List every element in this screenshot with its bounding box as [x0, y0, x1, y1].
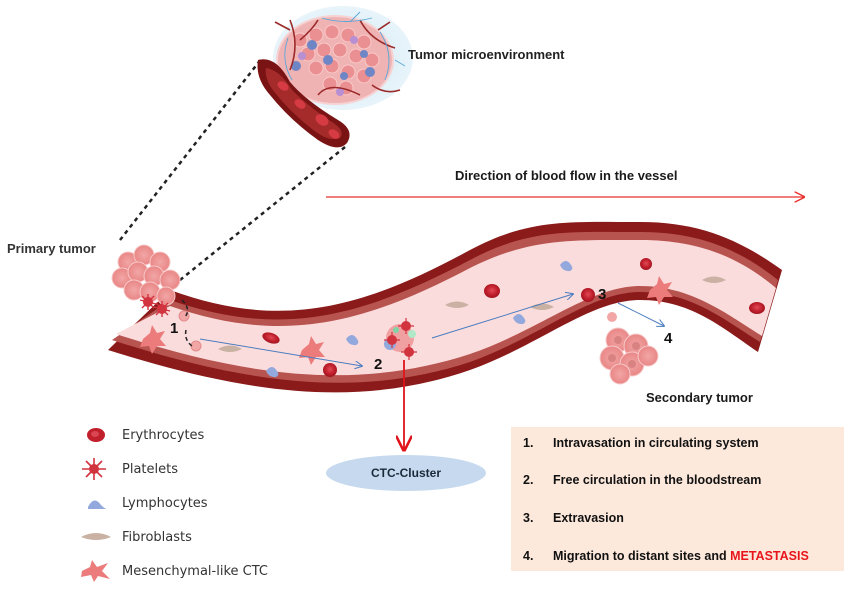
- lymphocyte-icon: [88, 500, 107, 509]
- mesenchymal-ctc-icon: [81, 560, 110, 582]
- step-marker-2: 2: [374, 356, 383, 373]
- step-item-3: 3.Extravasion: [523, 511, 624, 525]
- secondary-tumor-label: Secondary tumor: [646, 390, 753, 405]
- erythrocytes-in-vessel: [262, 258, 765, 377]
- platelet-icon: [82, 458, 106, 480]
- path-arrow-3-to-4: [617, 302, 664, 326]
- path-arrow-1-to-2: [199, 338, 362, 366]
- legend: Erythrocytes Platelets Lymphocytes Fibro…: [78, 418, 268, 588]
- blood-vessel: [108, 221, 782, 393]
- primary-tumor-label: Primary tumor: [7, 241, 96, 256]
- step-marker-3: 3: [598, 286, 607, 303]
- zoom-line-right: [179, 146, 346, 281]
- step-item-1: 1.Intravasation in circulating system: [523, 436, 759, 450]
- metastasis-highlight: METASTASIS: [730, 549, 809, 563]
- legend-item-fibroblasts: Fibroblasts: [78, 520, 268, 554]
- step-marker-1: 1: [170, 320, 179, 337]
- step-item-2: 2.Free circulation in the bloodstream: [523, 473, 762, 487]
- lymphocytes-in-vessel: [266, 261, 573, 378]
- fibroblasts-in-vessel: [218, 276, 726, 352]
- blood-flow-label: Direction of blood flow in the vessel: [455, 168, 678, 183]
- legend-item-mesenchymal-ctc: Mesenchymal-like CTC: [78, 554, 268, 588]
- zoom-line-left: [119, 57, 263, 241]
- ctc-cluster-label: CTC-Cluster: [370, 466, 441, 480]
- path-arrow-2-to-3: [431, 294, 573, 339]
- ctc-cluster-in-vessel: [384, 318, 417, 360]
- legend-item-lymphocytes: Lymphocytes: [78, 486, 268, 520]
- legend-item-erythrocytes: Erythrocytes: [78, 418, 268, 452]
- steps-box: 1.Intravasation in circulating system 2.…: [511, 427, 844, 571]
- secondary-tumor: [599, 312, 659, 385]
- primary-tumor: [111, 244, 202, 352]
- tumor-microenvironment-illustration: [257, 6, 413, 148]
- tumor-microenvironment-label: Tumor microenvironment: [408, 47, 565, 62]
- legend-item-platelets: Platelets: [78, 452, 268, 486]
- step-marker-4: 4: [664, 330, 673, 347]
- mesenchymal-ctc-in-vessel: [140, 276, 673, 365]
- fibroblast-icon: [81, 533, 111, 540]
- step-item-4: 4.Migration to distant sites and METASTA…: [523, 549, 809, 563]
- erythrocyte-icon: [87, 428, 105, 442]
- ctc-cluster-ellipse: CTC-Cluster: [326, 455, 486, 491]
